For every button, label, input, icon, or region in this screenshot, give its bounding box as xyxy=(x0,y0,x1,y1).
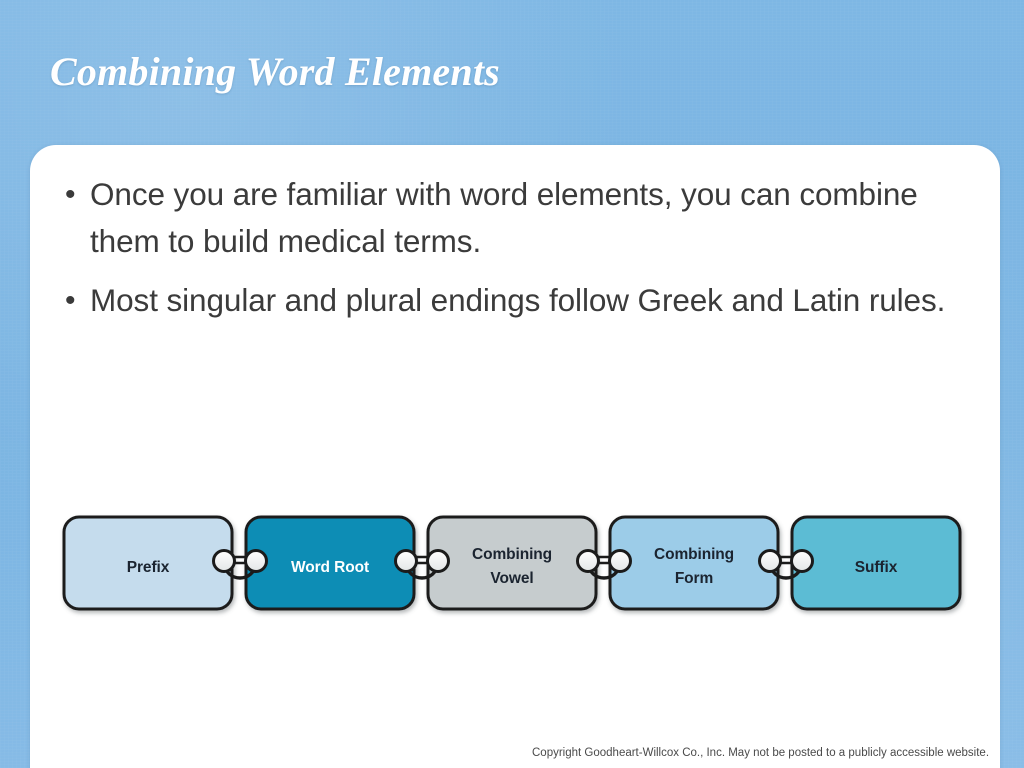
diagram-node-suffix: Suffix xyxy=(790,515,962,611)
chain-link-connector-icon xyxy=(576,549,632,580)
chain-link-connector-icon xyxy=(758,549,814,580)
bullet-text: Most singular and plural endings follow … xyxy=(90,282,946,318)
node-label-line1: Combining xyxy=(472,546,552,563)
chain-link-connector-icon xyxy=(394,549,450,580)
page-title: Combining Word Elements xyxy=(50,49,500,94)
copyright-notice: Copyright Goodheart-Willcox Co., Inc. Ma… xyxy=(532,747,990,759)
node-label-line2: Form xyxy=(675,570,713,587)
node-label-line2: Vowel xyxy=(490,570,533,587)
node-label: Prefix xyxy=(127,559,170,576)
diagram-node-combining-form: Combining Form xyxy=(608,515,780,611)
content-card: • Once you are familiar with word elemen… xyxy=(30,145,1000,768)
diagram-node-combining-vowel: Combining Vowel xyxy=(426,515,598,611)
chain-link-connector-icon xyxy=(212,549,268,580)
bullet-list: • Once you are familiar with word elemen… xyxy=(60,171,975,337)
bullet-point-icon: • xyxy=(65,284,76,317)
bullet-text: Once you are familiar with word elements… xyxy=(90,176,918,259)
diagram-node-prefix: Prefix xyxy=(62,515,234,611)
node-label-line1: Combining xyxy=(654,546,734,563)
title-area: Combining Word Elements xyxy=(50,46,950,114)
word-element-chain-diagram: Prefix Word Root Combining Vowel Combini… xyxy=(58,503,988,623)
diagram-node-word-root: Word Root xyxy=(244,515,416,611)
node-label: Suffix xyxy=(855,559,898,576)
node-label: Word Root xyxy=(291,559,369,576)
list-item: • Once you are familiar with word elemen… xyxy=(60,171,975,265)
list-item: • Most singular and plural endings follo… xyxy=(60,277,975,325)
bullet-point-icon: • xyxy=(65,178,76,211)
